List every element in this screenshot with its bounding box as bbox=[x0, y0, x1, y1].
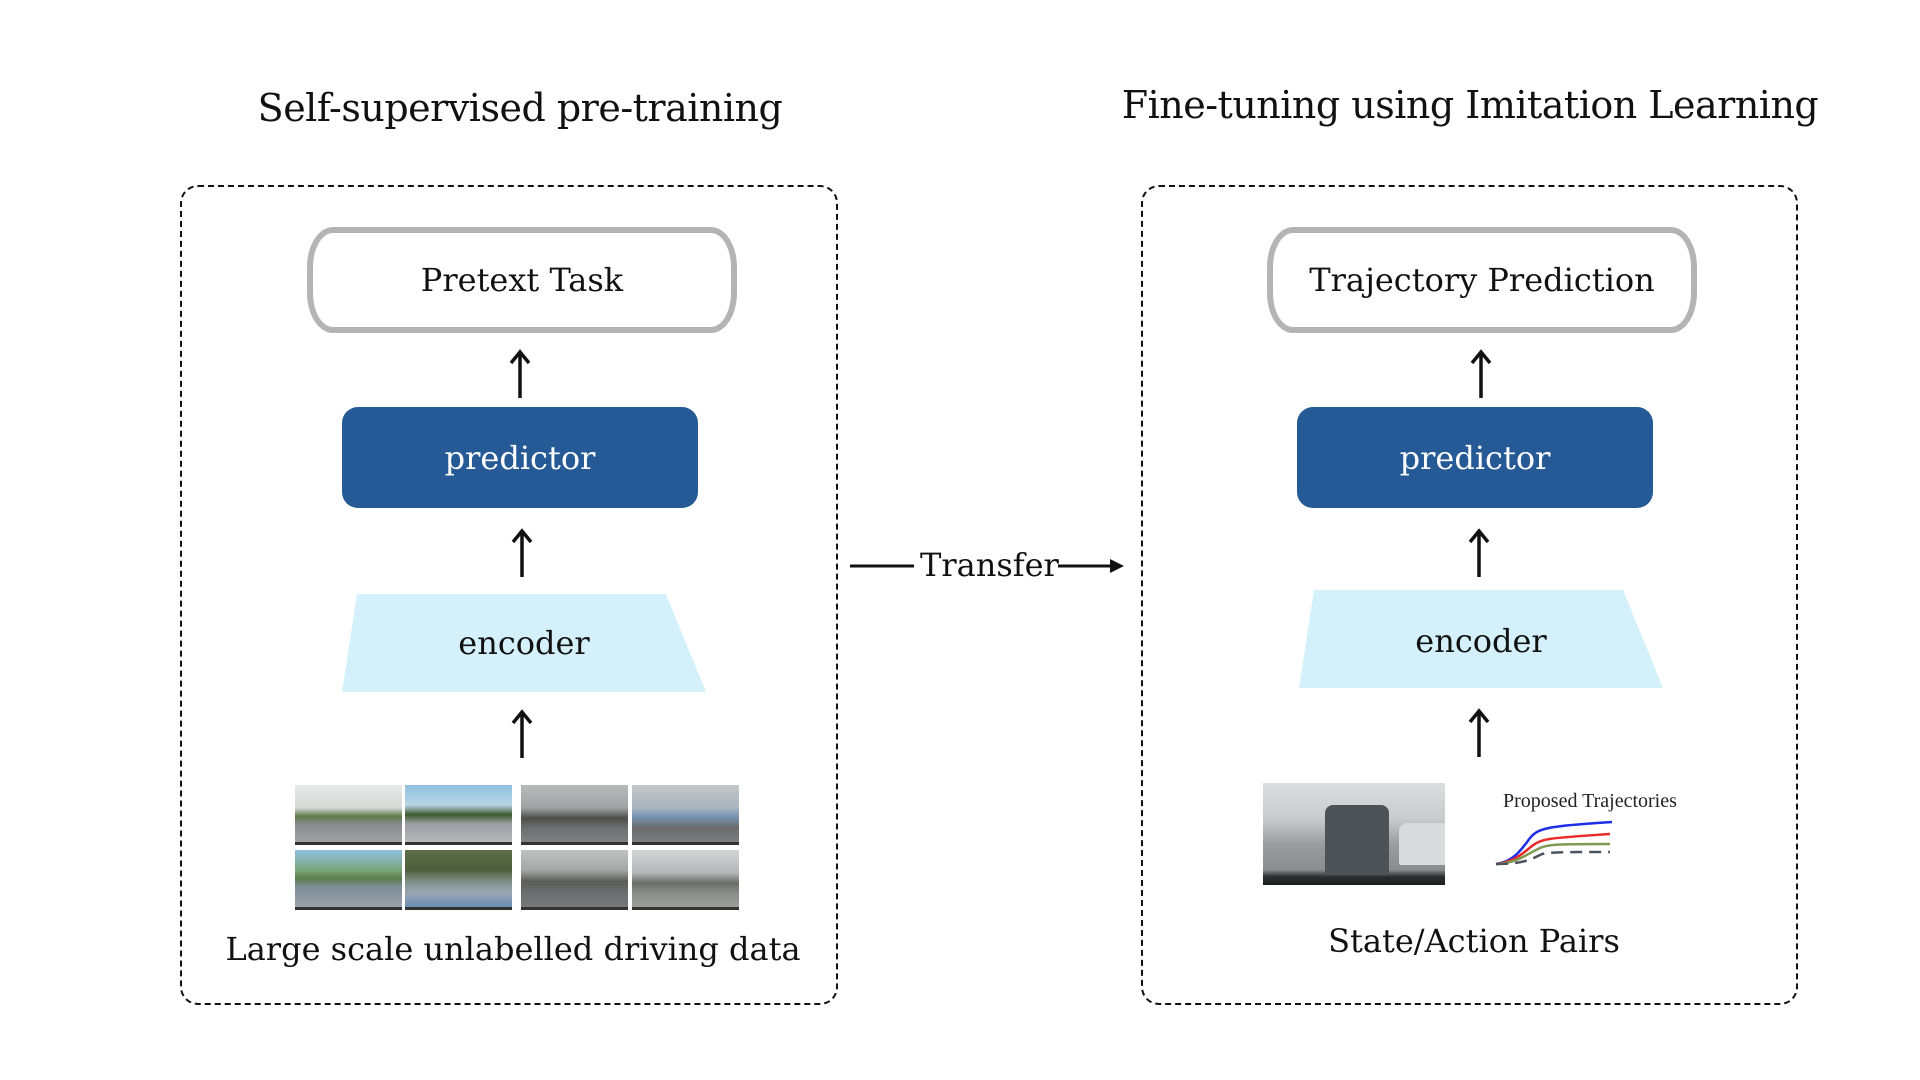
arrow-up-icon bbox=[511, 709, 533, 758]
pretext-task-label: Pretext Task bbox=[420, 261, 624, 299]
arrow-up-icon bbox=[509, 349, 531, 398]
pretext-task-box: Pretext Task bbox=[307, 227, 737, 333]
trajectory-prediction-label: Trajectory Prediction bbox=[1309, 261, 1655, 299]
left-predictor-label: predictor bbox=[444, 438, 596, 477]
transfer-label: Transfer bbox=[920, 546, 1059, 584]
trajectory-line-red bbox=[1495, 832, 1611, 866]
proposed-trajectories-label: Proposed Trajectories bbox=[1503, 790, 1677, 812]
pretraining-panel bbox=[180, 185, 838, 1005]
left-panel-title: Self-supervised pre-training bbox=[257, 86, 783, 130]
driving-thumbnail bbox=[521, 785, 628, 845]
driving-thumbnail bbox=[632, 785, 739, 845]
right-data-caption: State/Action Pairs bbox=[1328, 922, 1620, 960]
left-data-caption: Large scale unlabelled driving data bbox=[225, 930, 801, 968]
left-predictor-block: predictor bbox=[342, 407, 698, 508]
driving-thumbnail bbox=[632, 850, 739, 910]
vehicle-ahead bbox=[1325, 805, 1389, 875]
driving-thumbnail bbox=[295, 785, 402, 845]
right-panel-title: Fine-tuning using Imitation Learning bbox=[1121, 83, 1819, 127]
transfer-arrow bbox=[850, 559, 1124, 573]
arrow-up-icon bbox=[511, 528, 533, 577]
trajectory-curves bbox=[1495, 820, 1613, 866]
left-encoder-label: encoder bbox=[458, 624, 590, 662]
driving-thumbnail bbox=[405, 785, 512, 845]
right-predictor-block: predictor bbox=[1297, 407, 1653, 508]
right-encoder-block: encoder bbox=[1299, 590, 1663, 688]
trajectory-line-blue bbox=[1495, 820, 1613, 866]
driving-thumbnail bbox=[405, 850, 512, 910]
trajectory-prediction-box: Trajectory Prediction bbox=[1267, 227, 1697, 333]
driving-thumbnail bbox=[521, 850, 628, 910]
left-encoder-block: encoder bbox=[342, 594, 706, 692]
driving-thumbnail bbox=[295, 850, 402, 910]
arrow-up-icon bbox=[1470, 349, 1492, 398]
state-image bbox=[1263, 783, 1445, 885]
trajectory-line-green bbox=[1495, 842, 1611, 866]
arrow-up-icon bbox=[1468, 528, 1490, 577]
right-encoder-label: encoder bbox=[1415, 622, 1547, 660]
trajectory-line-dashed bbox=[1495, 850, 1611, 866]
arrow-up-icon bbox=[1468, 708, 1490, 757]
vehicle-right bbox=[1399, 823, 1445, 865]
right-predictor-label: predictor bbox=[1399, 438, 1551, 477]
finetuning-panel bbox=[1141, 185, 1798, 1005]
